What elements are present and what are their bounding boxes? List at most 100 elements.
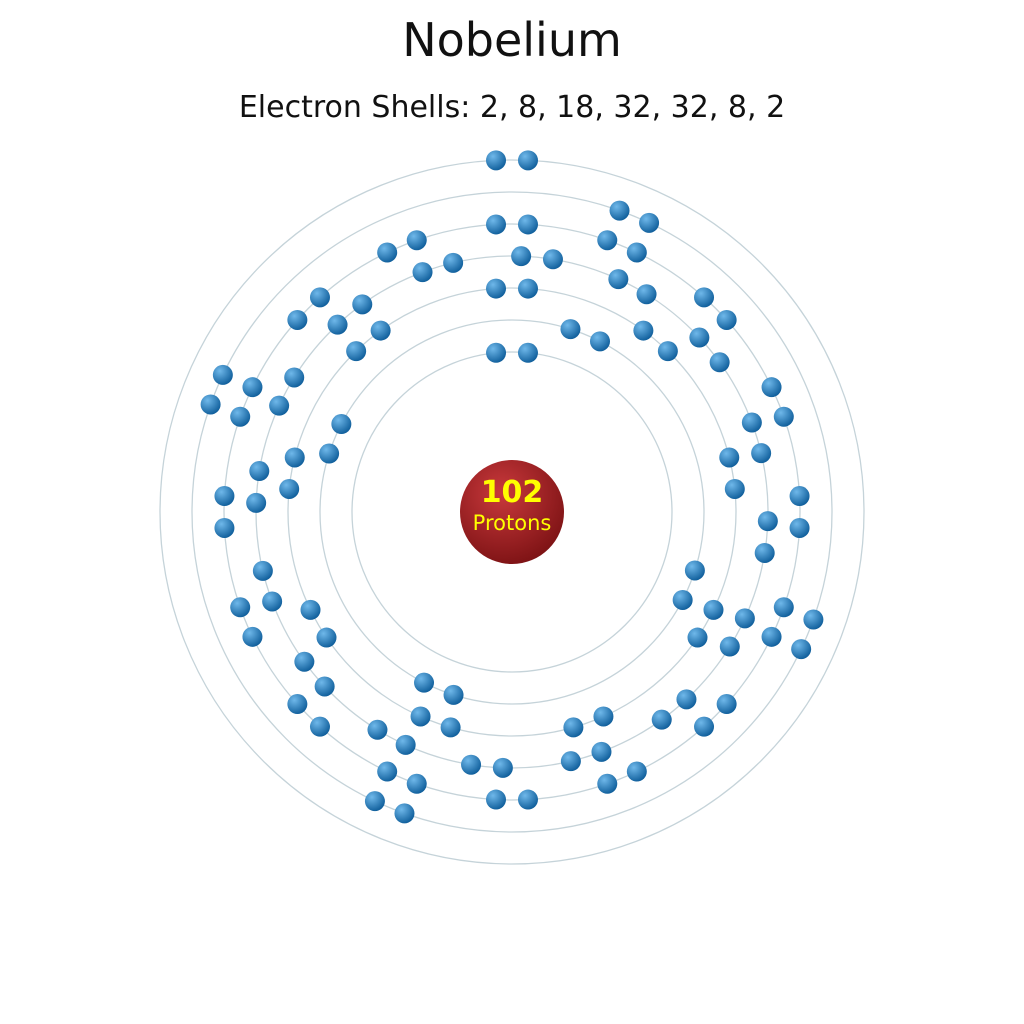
electron [252,560,273,581]
electron [440,717,461,738]
electron [377,761,398,782]
electron [246,492,267,513]
electron-group [200,150,824,824]
electron [249,461,270,482]
electron [395,734,416,755]
electron [709,352,730,373]
electron [284,447,305,468]
electron [461,754,482,775]
electron [214,486,235,507]
nucleus-sphere [460,460,564,564]
electron [593,706,614,727]
electron [443,252,464,273]
electron [294,651,315,672]
electron [214,517,235,538]
electron [284,367,305,388]
electron [734,608,755,629]
electron [657,341,678,362]
electron [309,287,330,308]
orbit-shell-1 [351,351,673,673]
electron [370,320,391,341]
electron [364,791,385,812]
electron [716,694,737,715]
electron [517,150,538,171]
electron [672,589,693,610]
electron [230,406,251,427]
electron [741,412,762,433]
electron [639,212,660,233]
electron [412,262,433,283]
electron [486,342,507,363]
electron [406,773,427,794]
electron [242,626,263,647]
electron [406,230,427,251]
electron [517,214,538,235]
electron [486,214,507,235]
electron [316,627,337,648]
electron [287,309,308,330]
electron [684,560,705,581]
electron [608,269,629,290]
electron [287,694,308,715]
electron [517,278,538,299]
orbit-shell-6 [191,191,833,833]
electron [242,377,263,398]
electron [597,230,618,251]
electron [511,246,532,267]
electron [633,320,654,341]
electron [319,443,340,464]
electron [773,406,794,427]
electron [309,716,330,737]
electron [751,443,772,464]
electron [676,689,697,710]
electron [591,741,612,762]
electron [694,716,715,737]
electron [300,599,321,620]
electron [262,591,283,612]
electron [230,597,251,618]
electron [327,314,348,335]
proton-count: 102 [481,475,544,510]
electron [517,342,538,363]
electron [719,447,740,468]
electron [331,414,352,435]
electron [377,242,398,263]
electron [560,751,581,772]
electron [314,676,335,697]
electron [443,684,464,705]
electron [492,757,513,778]
orbit-shell-5 [223,223,801,801]
electron [773,597,794,618]
proton-label: Protons [473,511,552,535]
electron [560,319,581,340]
electron [791,639,812,660]
electron [352,294,373,315]
electron [486,278,507,299]
electron [803,609,824,630]
electron [761,377,782,398]
electron [789,486,810,507]
electron-shell-configuration: Electron Shells: 2, 8, 18, 32, 32, 8, 2 [238,90,786,125]
electron [486,789,507,810]
electron [761,626,782,647]
electron [757,511,778,532]
electron [410,706,431,727]
electron [542,249,563,270]
electron [597,773,618,794]
nucleus: 102 Protons [460,460,564,564]
electron [589,331,610,352]
electron [694,287,715,308]
electron [517,789,538,810]
electron [563,717,584,738]
electron [754,542,775,563]
electron [626,242,647,263]
electron [719,636,740,657]
electron [269,395,290,416]
orbit-shell-3 [287,287,737,737]
electron [414,672,435,693]
electron [486,150,507,171]
electron [279,478,300,499]
element-name: Nobelium [402,13,622,67]
electron [687,627,708,648]
